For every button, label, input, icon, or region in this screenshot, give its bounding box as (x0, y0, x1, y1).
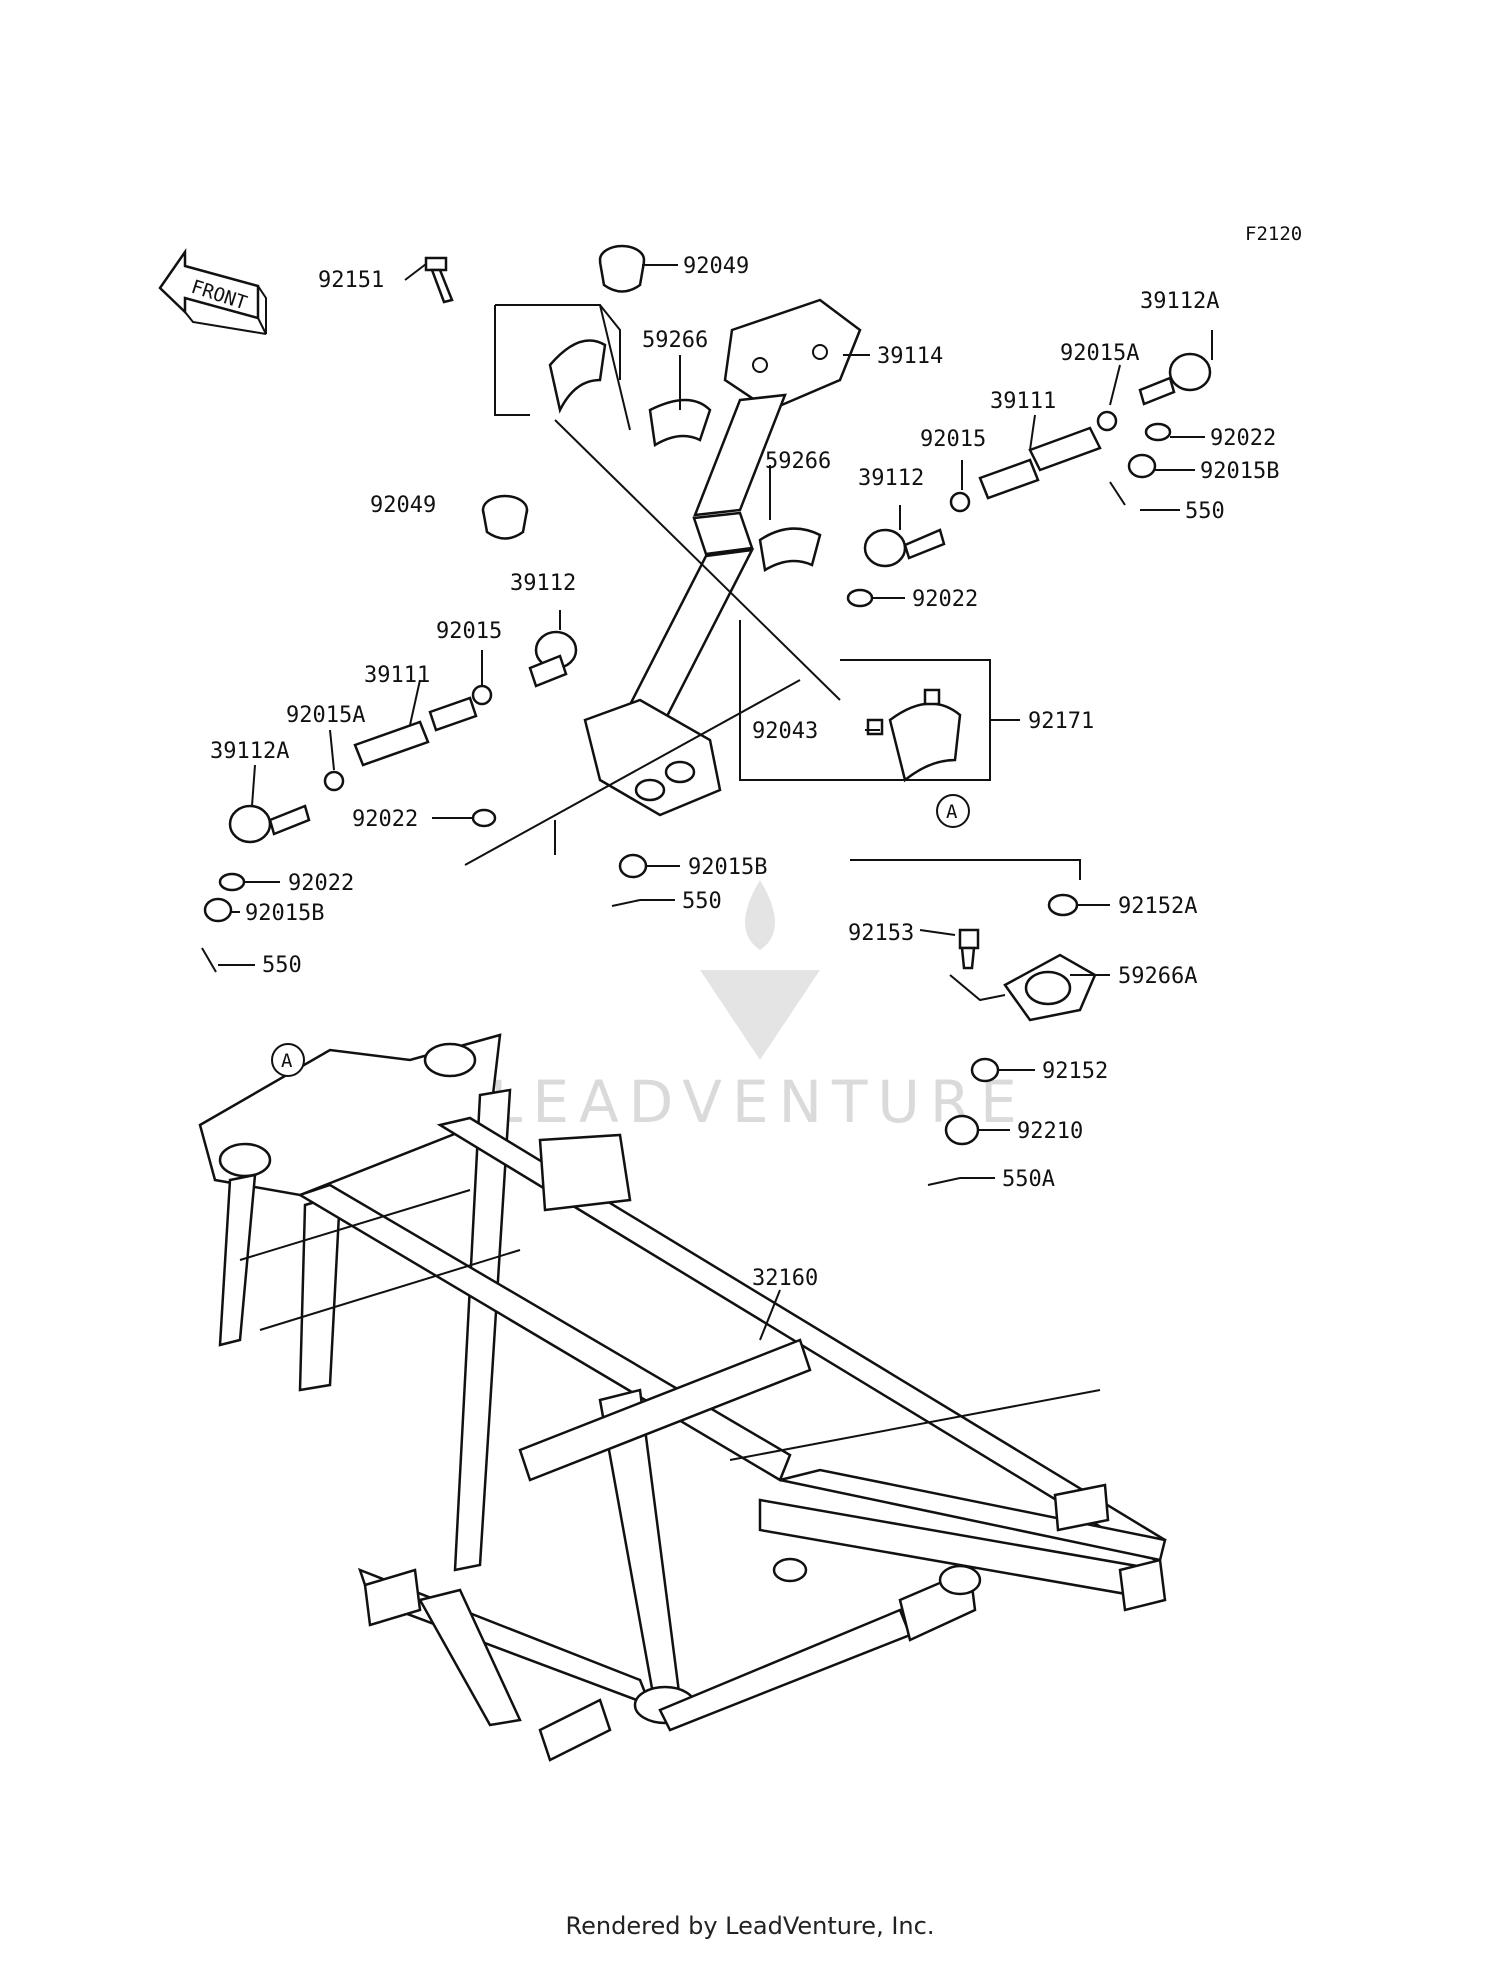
label-32160: 32160 (752, 1266, 818, 1291)
steering-shaft (583, 298, 862, 817)
bushing-92049-top (598, 244, 646, 293)
label-92015A-left: 92015A (286, 703, 365, 728)
part-labels: 92151 92049 92049 59266 59266 39114 3911… (210, 254, 1279, 1291)
label-92152: 92152 (1042, 1059, 1108, 1084)
label-39112A-right: 39112A (1140, 289, 1219, 314)
label-39111-left: 39111 (364, 663, 430, 688)
callout-a-lower: A (271, 1043, 305, 1077)
shaft-clamp-lower (739, 620, 991, 783)
label-92022-right: 92022 (1210, 426, 1276, 451)
svg-text:A: A (281, 1050, 293, 1072)
label-92049-top: 92049 (683, 254, 749, 279)
svg-text:LEADVENTURE: LEADVENTURE (490, 1068, 1027, 1136)
label-92015-left: 92015 (436, 619, 502, 644)
label-92022-left: 92022 (352, 807, 418, 832)
front-arrow-icon: FRONT (158, 248, 267, 335)
tie-rod-left (201, 630, 578, 973)
label-92015B-left: 92015B (245, 901, 324, 926)
leader-lines (218, 263, 1213, 1341)
label-59266-b: 59266 (765, 449, 831, 474)
bushing-59266-a (648, 398, 712, 448)
bolt-92151 (424, 256, 454, 304)
label-39112-left: 39112 (510, 571, 576, 596)
label-92022-left-2: 92022 (288, 871, 354, 896)
label-92022-mid: 92022 (912, 587, 978, 612)
callout-a-upper: A (936, 794, 970, 828)
steering-bracket (927, 893, 1097, 1186)
bushing-92049-low (481, 494, 529, 540)
cotter-pin-550-center (611, 899, 641, 907)
tie-rod-right (846, 352, 1212, 608)
label-39111-right: 39111 (990, 389, 1056, 414)
shaft-clamp-upper (494, 304, 841, 701)
label-550A: 550A (1002, 1167, 1055, 1192)
label-39114: 39114 (877, 344, 943, 369)
bushing-59266-b (758, 527, 822, 573)
label-550-center: 550 (682, 889, 722, 914)
label-92015-right: 92015 (920, 427, 986, 452)
label-92043: 92043 (752, 719, 818, 744)
label-92151: 92151 (318, 268, 384, 293)
leadventure-watermark: LEADVENTURE (490, 880, 1027, 1136)
nut-92015B-center (618, 853, 648, 879)
label-92152A: 92152A (1118, 894, 1197, 919)
label-92015A-right: 92015A (1060, 341, 1139, 366)
label-92171: 92171 (1028, 709, 1094, 734)
label-92015B-center: 92015B (688, 855, 767, 880)
label-92153: 92153 (848, 921, 914, 946)
label-92015B-right: 92015B (1200, 459, 1279, 484)
label-39112-right: 39112 (858, 466, 924, 491)
label-59266-a: 59266 (642, 328, 708, 353)
main-frame (198, 1033, 1167, 1762)
label-550-right: 550 (1185, 499, 1225, 524)
diagram-code: F2120 (1245, 223, 1302, 245)
svg-text:A: A (946, 801, 958, 823)
label-59266A: 59266A (1118, 964, 1197, 989)
label-39112A-left: 39112A (210, 739, 289, 764)
label-92210: 92210 (1017, 1119, 1083, 1144)
footer-credit: Rendered by LeadVenture, Inc. (565, 1912, 935, 1940)
label-550-left: 550 (262, 953, 302, 978)
label-92049-low: 92049 (370, 493, 436, 518)
